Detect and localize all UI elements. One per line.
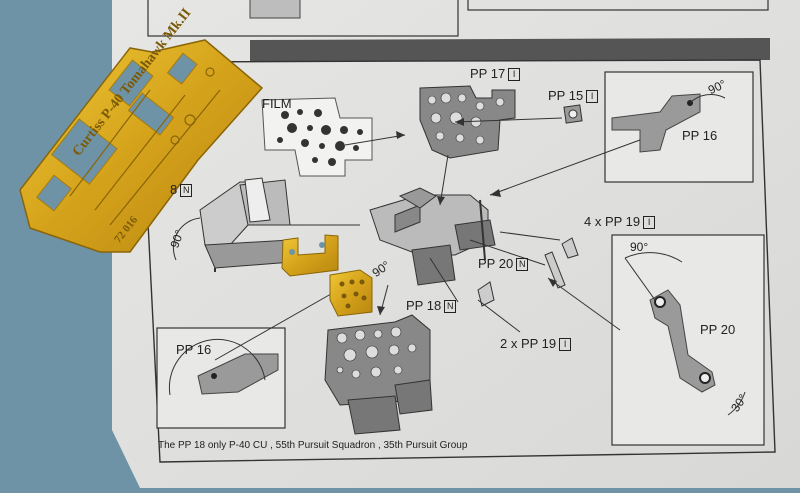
marker-nickel: N: [444, 300, 457, 313]
pp15-part: [563, 104, 583, 124]
header-band: [250, 38, 770, 62]
footer-note: The PP 18 only P-40 CU , 55th Pursuit Sq…: [158, 440, 468, 451]
marker-inox: I: [586, 90, 599, 103]
label-pp19-4x-text: 4 x PP 19: [584, 214, 641, 229]
top-panel-left: [147, 0, 459, 37]
label-pp16-bottom: PP 16: [176, 342, 212, 357]
pp16-detail-top: [604, 71, 754, 183]
brass-loose-parts: [281, 234, 373, 317]
label-pp19-2x-text: 2 x PP 19: [500, 336, 557, 351]
label-pp16-top: PP 16: [682, 128, 718, 143]
marker-inox: I: [559, 338, 572, 351]
pp20-detail-right: [611, 234, 765, 446]
top-panel-right: [467, 0, 769, 11]
seat-frame-left: [172, 177, 293, 272]
cockpit-assembly: [369, 187, 496, 286]
pp20-bracket-mid: [477, 237, 579, 307]
label-pp15-text: PP 15: [548, 88, 584, 103]
marker-nickel: N: [516, 258, 529, 271]
arrow-heads: [377, 118, 557, 315]
main-panel-border: [139, 59, 776, 463]
pp18-lower-assembly: [324, 314, 433, 435]
film-decal: [261, 97, 373, 177]
marker-nickel: N: [180, 184, 193, 197]
label-pp20-mid-text: PP 20: [478, 256, 514, 271]
angle-90-right: 90°: [630, 240, 649, 254]
label-pp20-right: PP 20: [700, 322, 736, 337]
label-film: FILM: [262, 96, 292, 111]
assembly-arrows: [214, 117, 641, 361]
pp16-detail-bottom: [156, 327, 286, 429]
label-pp18-left-text: 8: [170, 182, 178, 197]
label-pp18-mid-text: PP 18: [406, 298, 442, 313]
brass-fret: [19, 39, 264, 253]
marker-inox: I: [643, 216, 656, 229]
label-pp17-text: PP 17: [470, 66, 506, 81]
marker-inox: I: [508, 68, 521, 81]
